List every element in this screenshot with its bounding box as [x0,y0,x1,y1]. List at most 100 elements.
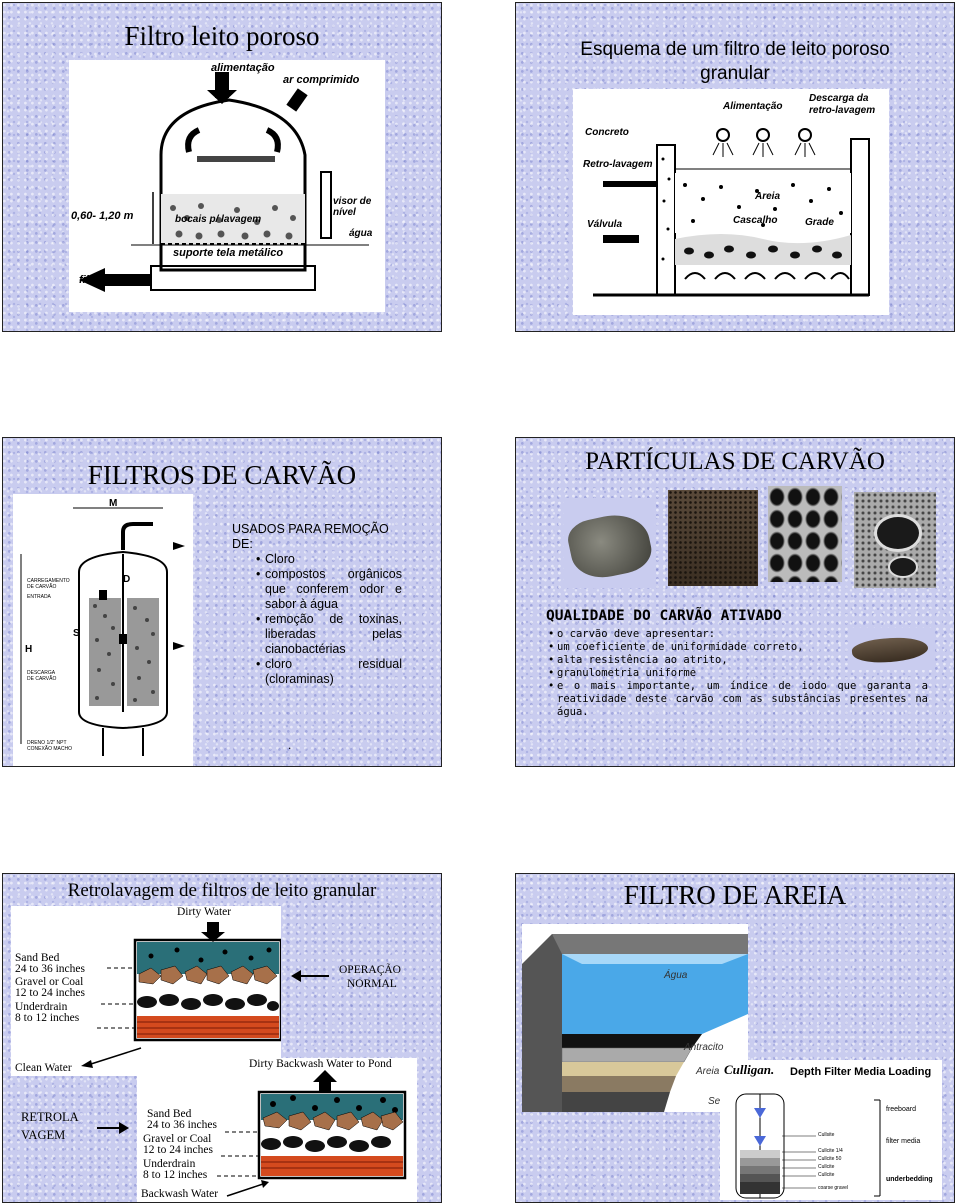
dirty-water-label: Dirty Water [177,906,232,918]
grid-label: Grade [805,217,834,228]
granular-filter-drawing [593,128,870,297]
sand-bed-label: Sand Bed [147,1108,192,1120]
backwash-label-2: VAGEM [21,1128,66,1142]
slide-retrolavagem: Retrolavagem de filtros de leito granula… [2,873,442,1203]
list-item: granulometria uniforme [548,667,928,680]
slide-title-line1: Esquema de um filtro de leito poroso [580,39,890,60]
uses-heading: USADOS PARA REMOÇÃO DE: [232,522,389,551]
list-item: remoção de toxinas, liberadas pelas cian… [256,612,402,657]
slide-filtro-de-areia: FILTRO DE AREIA Água Antracito Areia Sei… [515,873,955,1203]
sand-filter-layers-drawing [522,934,748,1112]
feed-label: alimentação [211,62,275,74]
carbon-sem-micrograph [854,492,936,588]
coarse-gravel-label: coarse gravel [818,1185,849,1191]
activated-carbon-quality-heading: QUALIDADE DO CARVÃO ATIVADO [546,608,782,624]
culligan-depth-filter-diagram: Culligan. Depth Filter Media Loading Cul… [720,1060,942,1200]
sand-bed-depth-label: 24 to 36 inches [147,1119,217,1131]
slide-esquema-filtro: Esquema de um filtro de leito poroso gra… [515,2,955,332]
backwash-diagram: Dirty Backwash Water to Pond Sand Bed 2 [137,1058,417,1202]
carbon-filter-diagram: M D S H CARREGAMENTO DE CARVÃO ENTRADA D… [13,494,193,766]
list-item: um coeficiente de uniformidade correto, [548,641,928,654]
stray-dot: . [288,738,292,752]
underdrain-depth-label: 8 to 12 inches [143,1169,208,1181]
sand-filter-cutaway: Água Antracito Areia Seixo [522,924,748,1112]
water-layer-label: Água [664,970,688,981]
slide-filtro-leito-poroso: Filtro leito poroso alimenta [2,2,442,332]
level-gauge-label: visor de nível [333,196,372,218]
carbon-load-label-2: DE CARVÃO [27,584,57,590]
carbon-discharge-label-2: DE CARVÃO [27,676,57,682]
slide-title: FILTRO DE AREIA [623,880,847,910]
sand-bed-label: Sand Bed [15,952,60,964]
dimension-m-label: M [109,498,118,509]
cullcite-label-3: Cullcite [818,1164,835,1170]
washing-nozzles-label: bocais p/ lavagem [175,214,262,225]
slide-title: Filtro leito poroso [124,21,320,51]
sand-layer-label: Areia [696,1066,720,1077]
culligan-logo: Culligan. [724,1062,775,1077]
freeboard-label: freeboard [886,1106,916,1113]
backwash-arrow-icon [97,1122,129,1134]
list-item: o carvão deve apresentar: [548,628,928,641]
porous-bed-filter-drawing [79,72,369,292]
normal-operation-label-2: NORMAL [347,978,397,990]
culligan-tank-drawing [735,1093,881,1199]
valve-label: Válvula [587,219,623,230]
depth-filter-heading: Depth Filter Media Loading [790,1066,932,1078]
underdrain-label: Underdrain [143,1158,196,1170]
cullsite-label: Cullsite [818,1132,835,1138]
filter-media-label: filter media [886,1138,921,1145]
gravel-depth-label: 12 to 24 inches [143,1144,213,1156]
gravel-label: Gravel or Coal [15,976,84,988]
quality-list: o carvão deve apresentar: um coeficiente… [548,628,928,719]
normal-operation-drawing [81,922,281,1068]
uses-text-block: USADOS PARA REMOÇÃO DE: Cloro compostos … [232,522,402,687]
carbon-filter-drawing [20,507,185,756]
normal-operation-arrow-icon [291,970,329,982]
backwash-water-label: Backwash Water [141,1188,219,1200]
carbon-granule-photo [564,498,654,588]
normal-operation-diagram: Dirty Water Sand Bed 24 to 36 inches [11,906,281,1076]
slide-title: FILTROS DE CARVÃO [87,460,357,490]
cullcite-14-label: Cullcite 1/4 [818,1148,843,1154]
carbon-discharge-label-1: DESCARGA [27,670,56,676]
list-item: Cloro [256,552,402,567]
backwash-label-1: RETROLA [21,1110,79,1124]
filtered-label: filtrado [79,274,117,286]
carbon-texture-photo [668,490,758,586]
cullcite-50-label: Cullcite 50 [818,1156,842,1162]
compressed-air-label: ar comprimido [283,74,360,86]
backwash-drawing [217,1070,407,1197]
gravel-label: Cascalho [733,215,778,226]
normal-operation-label-1: OPERAÇÃO [339,964,401,976]
underdrain-depth-label: 8 to 12 inches [15,1012,80,1024]
gravel-label: Gravel or Coal [143,1133,212,1145]
dimension-d-label: D [123,574,131,585]
list-item: e o mais importante, um índice de iodo q… [548,680,928,719]
dimension-h-label: H [25,644,33,655]
underbedding-label: underbedding [886,1176,933,1183]
carbon-pores-micrograph [768,486,842,582]
slide-filtros-de-carvao: FILTROS DE CARVÃO M D S H [2,437,442,767]
clean-water-label: Clean Water [15,1062,72,1074]
concrete-label: Concreto [585,127,629,138]
gravel-depth-label: 12 to 24 inches [15,987,85,999]
anthracite-layer-label: Antracito [684,1042,724,1053]
feed-label: Alimentação [723,101,783,112]
granular-filter-schematic: Alimentação Descarga da retro-lavagem Co… [573,89,889,315]
slide-particulas-de-carvao: PARTÍCULAS DE CARVÃO QUALIDADE DO CARVÃO… [515,437,955,767]
slide-title: PARTÍCULAS DE CARVÃO [585,448,885,475]
inlet-label: ENTRADA [27,594,51,600]
backwash-label: Retro-lavagem [583,159,653,170]
sand-bed-depth-label: 24 to 36 inches [15,963,85,975]
carbon-load-label-1: CARREGAMENTO [27,578,70,584]
drain-label-2: CONEXÃO MACHO [27,746,73,752]
slide-title: Retrolavagem de filtros de leito granula… [67,880,377,901]
bed-height-label: 0,60- 1,20 m [71,210,134,222]
metal-screen-support-label: suporte tela metálico [173,247,284,259]
water-label: água [349,228,373,239]
underdrain-label: Underdrain [15,1001,68,1013]
uses-list: Cloro compostos orgânicos que conferem o… [256,552,402,687]
cullcite-label-4: Cullcite [818,1172,835,1178]
sand-label: Areia [755,191,781,202]
